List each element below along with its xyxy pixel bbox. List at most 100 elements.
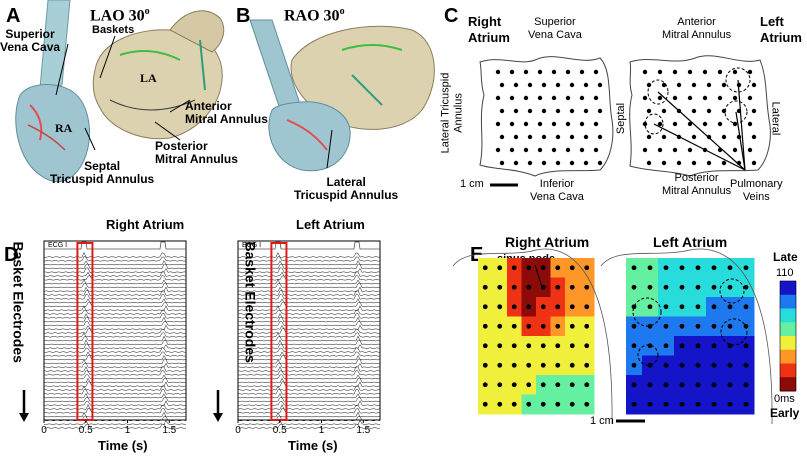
panel-d-xlabel-left: Time (s): [288, 438, 338, 453]
electrode-dot: [537, 121, 543, 127]
electrode-trace: [237, 385, 381, 391]
electrode-dot: [676, 82, 682, 88]
electrode-dot: [513, 82, 519, 88]
electrode-dot: [569, 284, 575, 290]
electrode-dot: [584, 343, 590, 349]
electrode-trace: [237, 335, 381, 342]
electrode-dot: [695, 323, 701, 329]
label-lateral-tricuspid-c: Lateral Tricuspid Annulus: [439, 72, 465, 154]
colorbar-segment: [780, 336, 796, 351]
electrode-trace: [237, 282, 381, 289]
electrode-trace: [43, 423, 187, 429]
electrode-dot: [513, 108, 519, 114]
electrode-dot: [497, 343, 503, 349]
electrode-trace: [43, 301, 187, 308]
electrode-trace: [43, 355, 187, 361]
label-left-atrium-c: Left Atrium: [760, 14, 802, 45]
electrode-dot: [687, 69, 693, 75]
electrode-trace: [43, 294, 187, 300]
electrode-dot: [687, 147, 693, 153]
electrode-dot: [551, 69, 557, 75]
electrode-dot: [499, 82, 505, 88]
electrode-dot: [540, 382, 546, 388]
electrode-trace: [43, 260, 187, 266]
electrode-trace: [43, 397, 187, 403]
electrode-dot: [687, 121, 693, 127]
pulmonary-vein-ring: [637, 344, 659, 366]
electrode-dot: [540, 323, 546, 329]
label-posterior-mitral-c: Posterior Mitral Annulus: [662, 172, 732, 197]
electrode-dot: [679, 304, 685, 310]
electrode-dot: [711, 362, 717, 368]
down-arrow-icon: [213, 413, 223, 422]
electrode-dot: [747, 147, 753, 153]
electrode-dot: [497, 265, 503, 271]
electrode-dot: [657, 121, 663, 127]
panel-c-letter: C: [444, 5, 459, 27]
electrode-dot: [727, 265, 733, 271]
electrode-dot: [679, 265, 685, 271]
x-tick-label: 1: [319, 425, 325, 436]
electrode-dot: [747, 69, 753, 75]
electrode-dot: [579, 69, 585, 75]
electrode-trace: [43, 275, 187, 281]
panel-c: C Right Atrium Left Atrium Superior Vena…: [439, 0, 807, 215]
electrode-dot: [706, 160, 712, 166]
electrode-dot: [631, 401, 637, 407]
panel-a: A LAO 30o Superior Vena Cava Baskets LA …: [0, 0, 268, 200]
electrode-trace: [43, 370, 187, 376]
electrode-dot: [593, 69, 599, 75]
electrode-dot: [679, 284, 685, 290]
electrode-dot: [631, 362, 637, 368]
electrode-trace: [237, 419, 381, 425]
electrode-dot: [583, 160, 589, 166]
electrode-dot: [497, 284, 503, 290]
electrode-trace: [237, 415, 381, 422]
electrode-dot: [695, 362, 701, 368]
electrode-trace: [237, 365, 381, 372]
electrode-dot: [583, 134, 589, 140]
electrode-dot: [551, 147, 557, 153]
electrode-trace: [237, 392, 381, 399]
electrode-dot: [747, 95, 753, 101]
electrode-dot: [743, 343, 749, 349]
electrode-dot: [717, 121, 723, 127]
electrode-dot: [732, 95, 738, 101]
electrode-dot: [569, 323, 575, 329]
label-septal-tricuspid: Septal Tricuspid Annulus: [50, 159, 155, 186]
electrode-dot: [555, 108, 561, 114]
electrode-dot: [593, 147, 599, 153]
colorbar-segment: [780, 322, 796, 337]
activation-map-right: [452, 248, 613, 425]
electrode-trace: [237, 358, 381, 365]
electrode-trace: [237, 377, 381, 384]
electrode-trace: [43, 374, 187, 380]
electrode-dot: [523, 121, 529, 127]
electrode-dot: [695, 304, 701, 310]
electrode-dot: [672, 147, 678, 153]
electrode-dot: [569, 382, 575, 388]
electrode-dot: [495, 69, 501, 75]
x-tick-label: 1: [125, 425, 131, 436]
electrode-dot: [679, 323, 685, 329]
electrode-dot: [663, 284, 669, 290]
x-tick-label: 0: [235, 425, 241, 436]
electrode-dot: [711, 382, 717, 388]
electrode-trace: [237, 320, 381, 327]
panel-b-view-title: RAO 30o: [284, 6, 345, 25]
electrode-dot: [527, 82, 533, 88]
electrode-dot: [526, 362, 532, 368]
electrode-dot: [751, 160, 757, 166]
electrode-dot: [727, 323, 733, 329]
electrode-trace: [237, 404, 381, 410]
electrode-trace: [237, 328, 381, 334]
electrode-dot: [482, 265, 488, 271]
electrode-dot: [727, 382, 733, 388]
electrode-trace: [43, 320, 187, 327]
electrode-dot: [583, 82, 589, 88]
electrode-trace: [43, 339, 187, 346]
electrode-dot: [555, 304, 561, 310]
electrode-dot: [642, 147, 648, 153]
